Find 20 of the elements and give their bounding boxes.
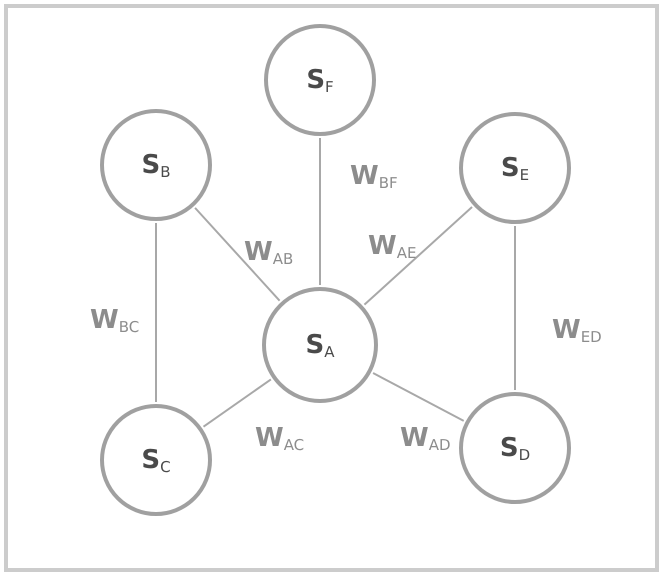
node-label: S$_{D}$ xyxy=(500,435,530,461)
connector-line xyxy=(194,207,280,302)
edge-label: W$_{BC}$ xyxy=(90,307,140,333)
connector-line xyxy=(202,378,272,428)
node-label: S$_{A}$ xyxy=(306,332,334,358)
edge-label: W$_{ED}$ xyxy=(552,317,602,343)
edge-label: W$_{AE}$ xyxy=(368,233,416,259)
node-label: S$_{B}$ xyxy=(141,152,171,178)
edge-label: W$_{AC}$ xyxy=(255,425,304,451)
edge-label: W$_{AD}$ xyxy=(400,425,450,451)
connector-line xyxy=(514,226,516,390)
edge-label: W$_{AB}$ xyxy=(244,239,294,265)
node-label: S$_{F}$ xyxy=(306,67,334,93)
connector-line xyxy=(319,138,321,285)
connector-line xyxy=(372,372,464,422)
connector-line xyxy=(155,223,157,402)
connector-line xyxy=(364,206,473,306)
node-label: S$_{C}$ xyxy=(141,447,171,473)
node-label: S$_{E}$ xyxy=(500,155,530,181)
edge-label: W$_{BF}$ xyxy=(350,163,398,189)
